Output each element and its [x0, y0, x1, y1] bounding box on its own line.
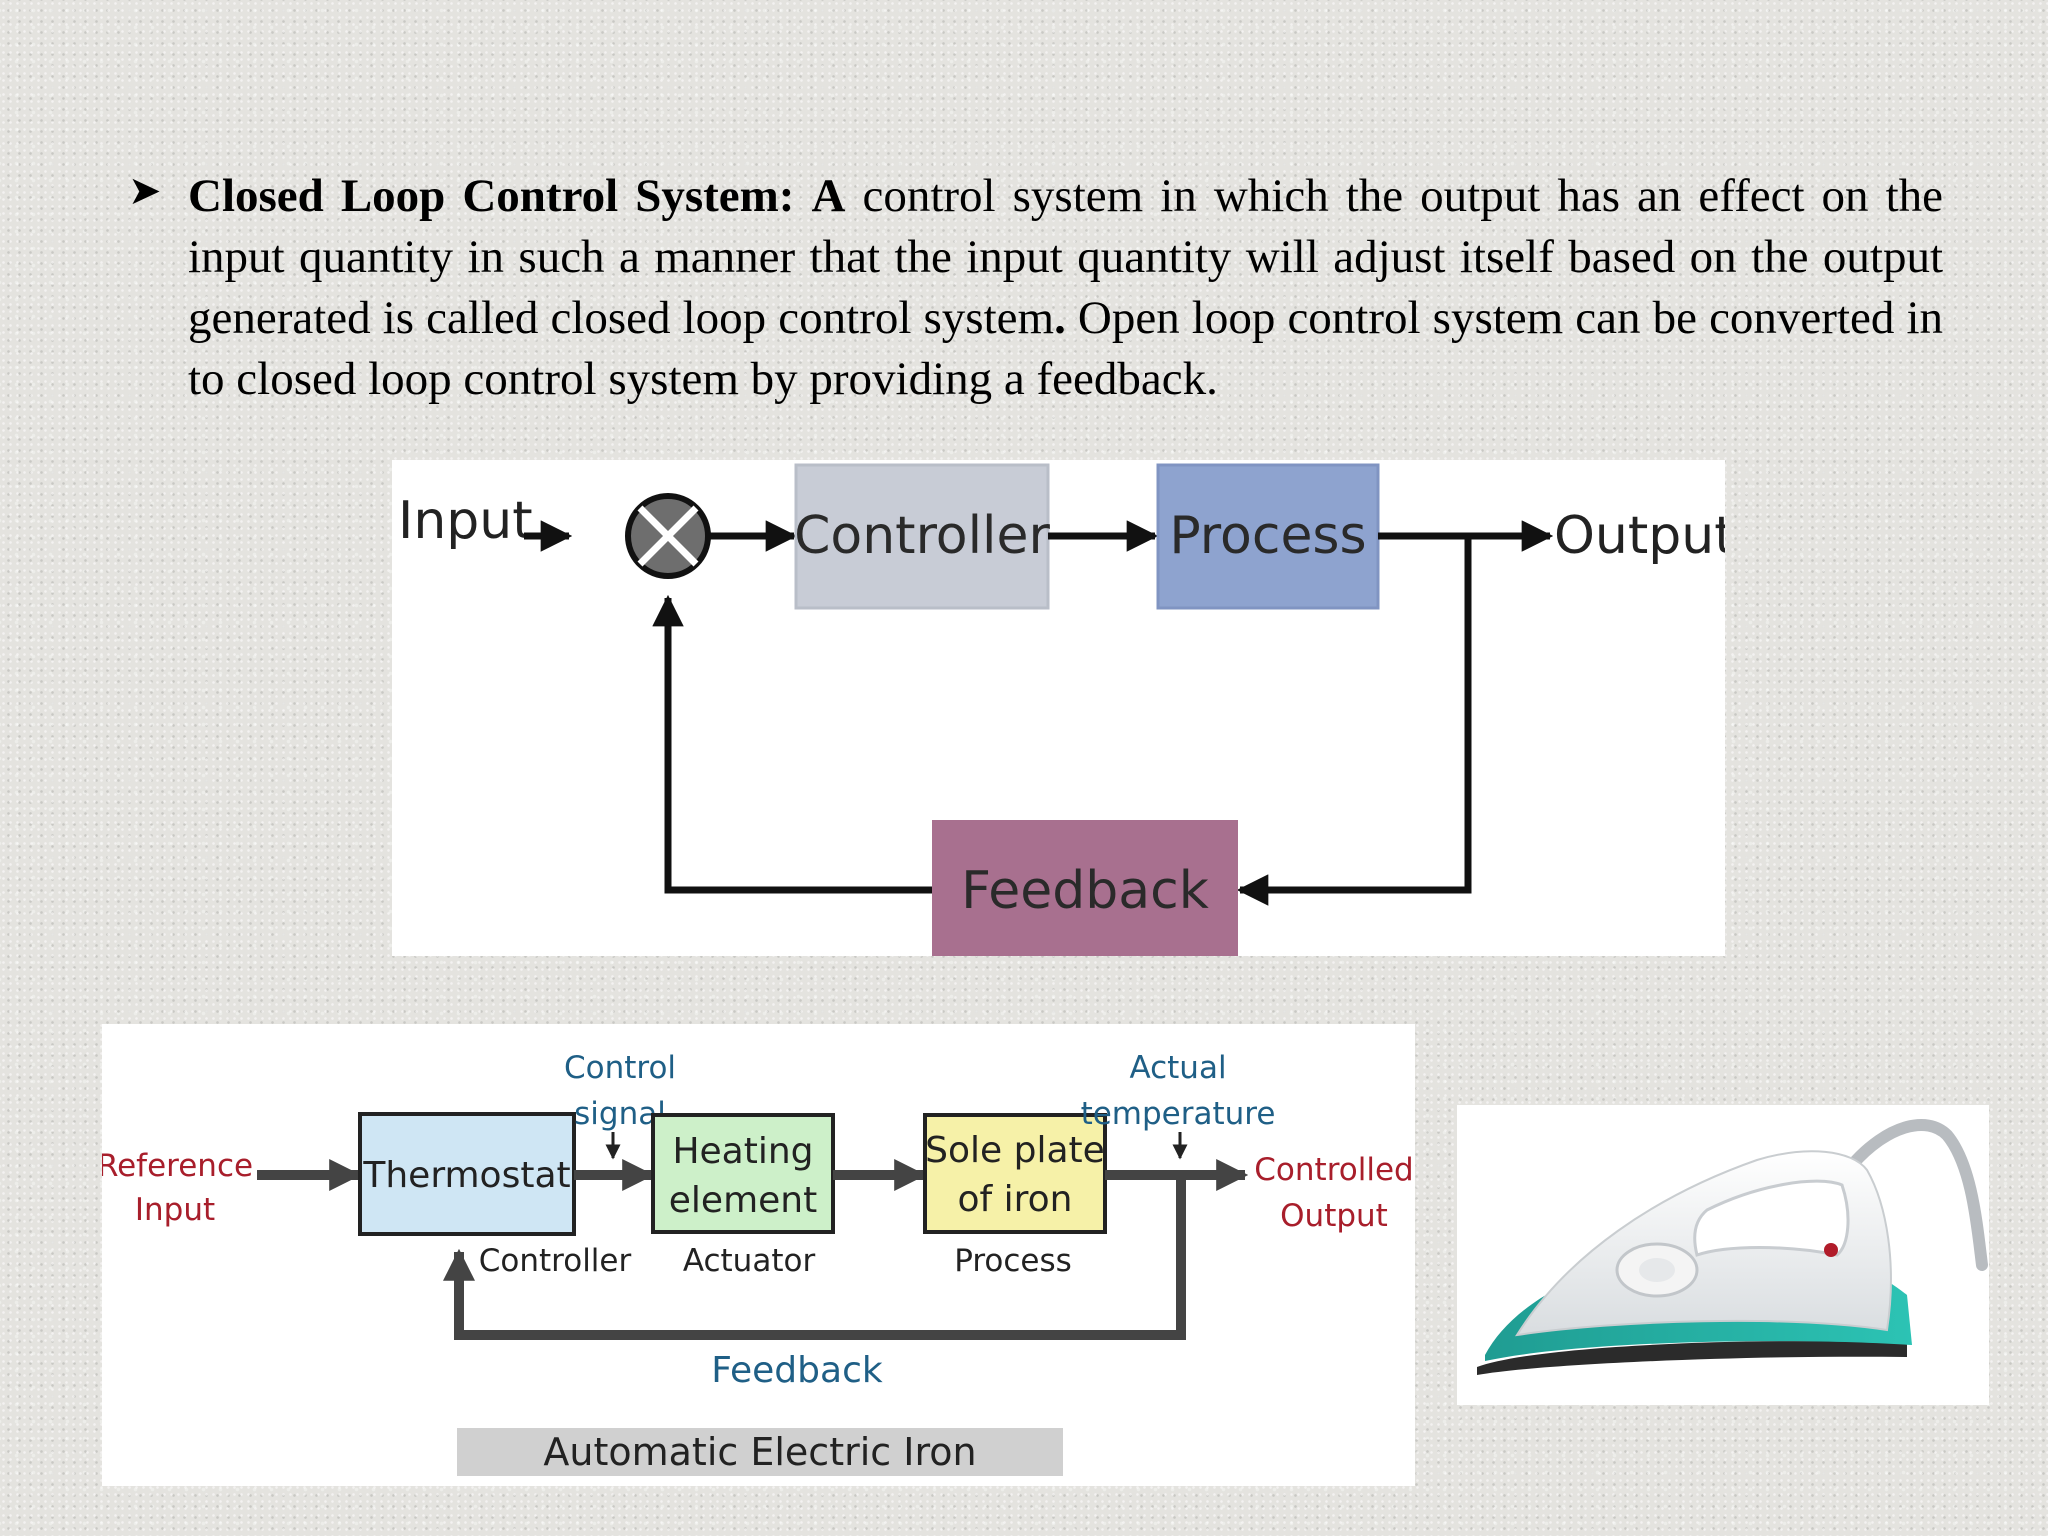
definition-term: Closed Loop Control System: [188, 170, 795, 222]
closed-loop-diagram-svg: Input Controller Process Output Feedback [398, 463, 1725, 956]
diagram-caption-box [457, 1428, 1063, 1476]
closed-loop-diagram: Input Controller Process Output Feedback [392, 460, 1725, 956]
definition-period: . [1054, 292, 1066, 344]
output-label: Output [1554, 506, 1725, 566]
sole-plate-label-2: of iron [958, 1179, 1073, 1220]
feedback-loop-arrow [442, 1175, 1186, 1340]
actual-temperature-label-2: temperature [1081, 1096, 1276, 1132]
actual-temperature-label-1: Actual [1129, 1050, 1226, 1086]
reference-input-label-2: Input [135, 1192, 215, 1228]
controller-label: Controller [794, 506, 1050, 566]
feedback-label: Feedback [961, 861, 1209, 921]
feedback-to-junction-arrow [652, 594, 932, 894]
controlled-output-label-1: Controlled [1254, 1152, 1413, 1188]
controlled-output-label-2: Output [1280, 1198, 1388, 1234]
process-block [1156, 463, 1380, 610]
electric-iron-diagram-svg: Reference Input Thermostat Control signa… [102, 1050, 1414, 1476]
sole-plate-block [923, 1113, 1107, 1234]
controller-caption: Controller [479, 1243, 632, 1279]
electric-iron-image [1457, 1105, 1989, 1405]
definition-text: Closed Loop Control System: A control sy… [188, 166, 1943, 410]
process-label: Process [1169, 506, 1366, 566]
feedback-block [932, 820, 1238, 956]
definition-lead: A [811, 170, 846, 222]
sole-plate-label-1: Sole plate [925, 1130, 1105, 1171]
reference-input-label-1: Reference [102, 1148, 253, 1184]
arrow-bullet-icon: ➤ [128, 168, 162, 214]
input-label: Input [398, 491, 533, 551]
definition-body-2: Open loop control system can be converte… [188, 292, 1944, 405]
definition-bullet: ➤ Closed Loop Control System: A control … [128, 166, 1943, 410]
electric-iron-icon [1477, 1119, 1988, 1375]
feedback-caption: Feedback [711, 1350, 883, 1391]
control-signal-label-2: signal [574, 1096, 666, 1132]
thermostat-label: Thermostat [362, 1155, 570, 1196]
process-caption: Process [954, 1243, 1072, 1279]
definition-body-1: control system in which the output has a… [188, 170, 1944, 344]
control-signal-label-1: Control [564, 1050, 676, 1086]
summing-junction-icon [625, 493, 711, 579]
thermostat-block [358, 1112, 576, 1236]
actuator-caption: Actuator [683, 1243, 816, 1279]
diagram-caption: Automatic Electric Iron [543, 1430, 976, 1474]
electric-iron-diagram: Reference Input Thermostat Control signa… [102, 1024, 1415, 1486]
heating-element-label-1: Heating [672, 1131, 813, 1172]
output-to-feedback-arrow [1236, 536, 1472, 906]
controller-block [794, 463, 1050, 610]
heating-element-label-2: element [669, 1180, 817, 1221]
